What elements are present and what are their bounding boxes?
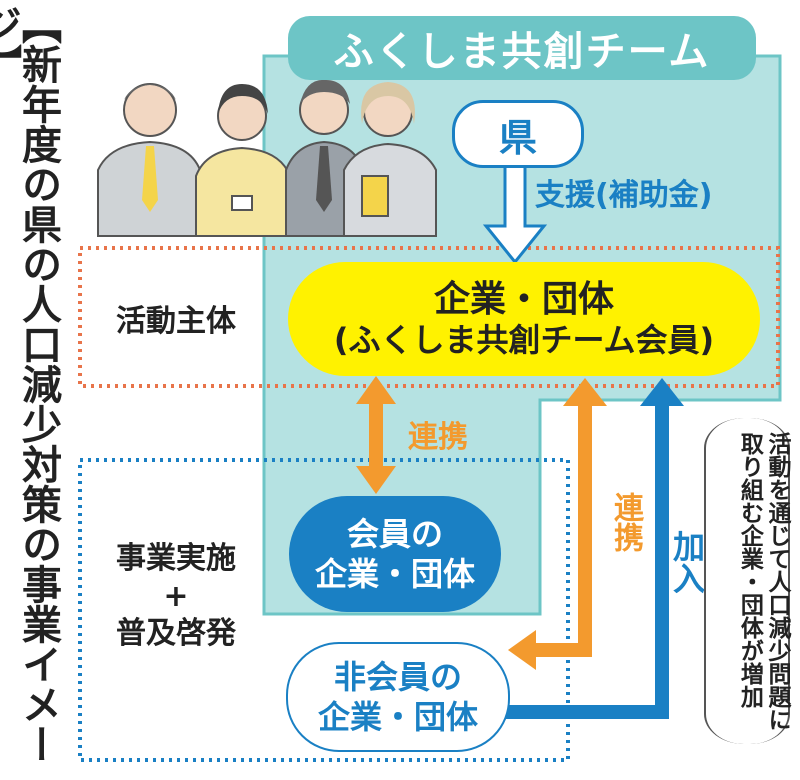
- renkei-label-nonmember: 連携: [608, 492, 643, 552]
- actor-row-frame: [78, 246, 780, 388]
- implementation-line2: 普及啓発: [116, 616, 236, 651]
- nonmember-line1: 非会員の: [333, 658, 462, 696]
- company-line2: (ふくしま共創チーム会員): [333, 321, 715, 360]
- actor-label: 活動主体: [116, 304, 236, 339]
- increase-note: 活動を通じて人口減少問題に取り組む企業・団体が増加: [704, 418, 790, 744]
- nonmember-node: 非会員の 企業・団体: [286, 642, 510, 752]
- team-header: ふくしま共創チーム: [288, 16, 756, 80]
- people-illustration: [97, 79, 437, 237]
- support-label: 支援(補助金): [535, 178, 713, 213]
- company-line1: 企業・団体: [433, 279, 614, 321]
- kanyu-label: 加入: [668, 530, 706, 594]
- kanyu-arrow: [506, 378, 684, 719]
- renkei-label-member: 連携: [408, 420, 468, 455]
- support-arrow: [482, 162, 548, 265]
- implementation-line1: 事業実施: [116, 541, 236, 576]
- nonmember-line2: 企業・団体: [317, 698, 478, 736]
- page-title: 【新年度の県の人口減少対策の事業イメージ】: [0, 4, 61, 764]
- renkei-arrow-nonmember: [508, 378, 607, 670]
- implementation-label: 事業実施 + 普及啓発: [86, 540, 266, 653]
- implementation-plus: +: [163, 578, 189, 614]
- member-node: 会員の 企業・団体: [289, 496, 501, 612]
- member-line2: 企業・団体: [314, 555, 475, 593]
- renkei-arrow-member: [356, 376, 396, 494]
- increase-note-text: 活動を通じて人口減少問題に取り組む企業・団体が増加: [736, 432, 790, 731]
- ken-node: 県: [452, 100, 584, 168]
- note-bracket: [704, 418, 790, 744]
- company-node: 企業・団体 (ふくしま共創チーム会員): [288, 262, 760, 376]
- implementation-row-frame: [78, 458, 570, 762]
- member-line1: 会員の: [346, 515, 443, 553]
